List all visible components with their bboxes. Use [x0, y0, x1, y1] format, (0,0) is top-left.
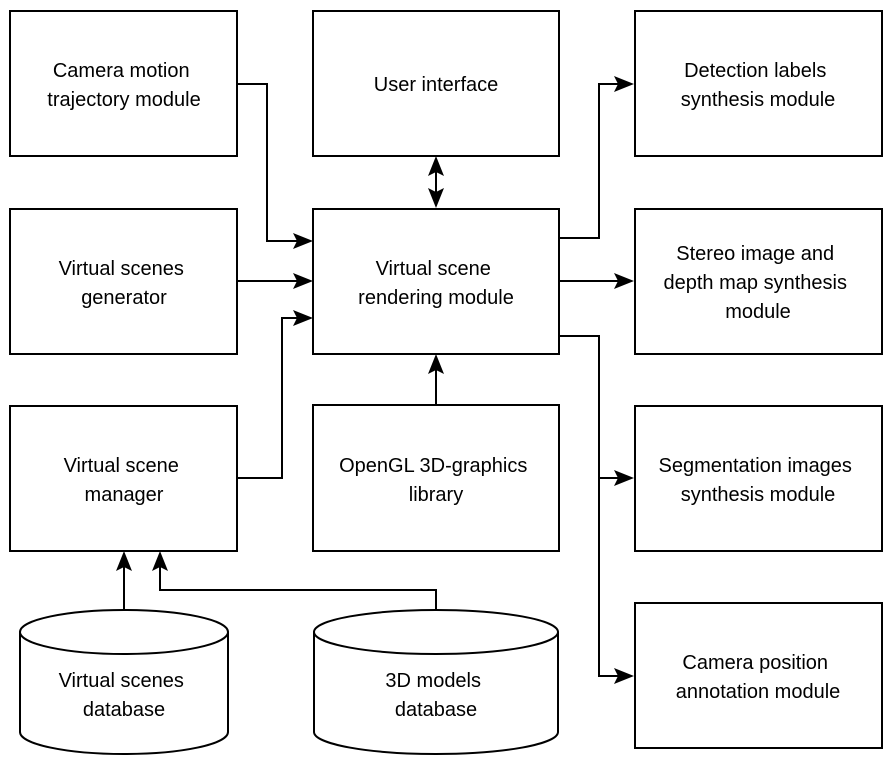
models-database-rim [313, 631, 559, 655]
node-rendering-module-label: Virtual scene rendering module [358, 258, 514, 309]
node-detection-labels-label: Detection labels synthesis module [681, 60, 836, 111]
arrowhead-camera-trajectory [293, 233, 313, 249]
scenes-database-rim [19, 631, 229, 655]
node-camera-trajectory: Camera motion trajectory module [9, 10, 238, 157]
node-scenes-database-label: Virtual scenes database [59, 670, 190, 721]
arrowhead-manager [293, 310, 313, 326]
arrowhead-camera-position [614, 668, 634, 684]
node-user-interface: User interface [312, 10, 560, 157]
node-camera-position: Camera position annotation module [634, 602, 883, 749]
edge-camera-trajectory-to-rendering [237, 83, 297, 242]
node-camera-trajectory-label: Camera motion trajectory module [47, 60, 200, 111]
node-scenes-database: Virtual scenes database [19, 609, 229, 755]
node-segmentation: Segmentation images synthesis module [634, 405, 883, 552]
node-rendering-module: Virtual scene rendering module [312, 208, 560, 355]
node-stereo-depth: Stereo image and depth map synthesis mod… [634, 208, 883, 355]
arrowhead-user-interface-up [428, 156, 444, 176]
arrowhead-detection [614, 76, 634, 92]
arrowhead-models-db [152, 551, 168, 571]
node-models-database-label: 3D models database [385, 670, 486, 721]
node-models-database: 3D models database [313, 609, 559, 755]
arrowhead-scenes-db [116, 551, 132, 571]
node-scenes-generator: Virtual scenes generator [9, 208, 238, 355]
node-segmentation-label: Segmentation images synthesis module [658, 455, 857, 506]
edge-models-db-to-manager [159, 567, 437, 610]
arrowhead-opengl [428, 354, 444, 374]
arrowhead-segmentation [614, 470, 634, 486]
node-detection-labels: Detection labels synthesis module [634, 10, 883, 157]
node-scene-manager-label: Virtual scene manager [64, 455, 185, 506]
node-user-interface-label: User interface [374, 74, 499, 96]
edge-rendering-to-camera-position [559, 335, 618, 677]
node-camera-position-label: Camera position annotation module [676, 652, 841, 703]
node-scenes-generator-label: Virtual scenes generator [59, 258, 190, 309]
diagram-edges [116, 76, 634, 684]
node-stereo-depth-label: Stereo image and depth map synthesis mod… [664, 243, 853, 323]
node-opengl-library: OpenGL 3D-graphics library [312, 404, 560, 552]
edge-manager-to-rendering [237, 317, 297, 479]
node-scene-manager: Virtual scene manager [9, 405, 238, 552]
arrowhead-user-interface-down [428, 188, 444, 208]
arrowhead-generator [293, 273, 313, 289]
edge-rendering-to-detection [559, 83, 618, 239]
arrowhead-stereo [614, 273, 634, 289]
node-opengl-library-label: OpenGL 3D-graphics library [339, 455, 533, 506]
